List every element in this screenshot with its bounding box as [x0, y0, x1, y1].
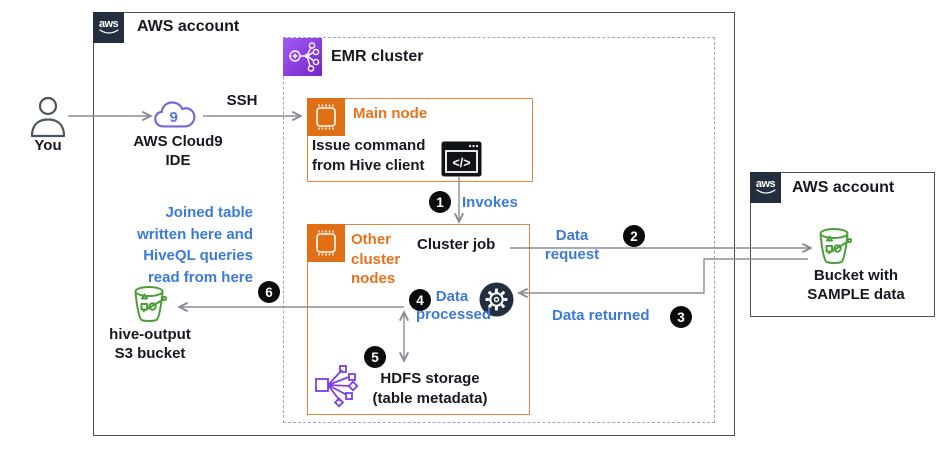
step-2-label: Data request [544, 227, 600, 263]
step-3-badge: 3 [670, 306, 692, 328]
user-person-icon [27, 95, 69, 139]
right-aws-account-box [750, 172, 935, 317]
cloud9-label: AWS Cloud9 IDE [133, 133, 223, 169]
step-6-badge: 6 [258, 281, 280, 303]
other-nodes-chip-icon [307, 224, 345, 262]
step-4-badge: 4 [409, 289, 431, 311]
aws-logo-icon: aws [93, 12, 124, 43]
emr-cluster-label: EMR cluster [331, 48, 424, 65]
emr-cluster-box [283, 37, 715, 423]
cluster-job-label: Cluster job [417, 236, 496, 253]
other-cluster-nodes-box [307, 224, 530, 415]
step-1-label: Invokes [462, 194, 518, 211]
other-nodes-title: Other cluster nodes [351, 231, 401, 287]
step-4-label: Data processed [416, 288, 492, 323]
aws-smile-icon [98, 29, 119, 34]
aws-logo-text: aws [755, 178, 776, 190]
code-glyph: </> [452, 156, 470, 170]
left-account-label: AWS account [137, 18, 240, 35]
main-node-body: Issue command from Hive client [312, 137, 426, 174]
main-node-chip-icon [307, 98, 345, 136]
hive-output-bucket-icon [129, 284, 171, 326]
joined-table-note: Joined table written here and HiveQL que… [137, 204, 253, 286]
step-3-label: Data returned [552, 307, 650, 324]
hive-client-code-icon: </> [441, 141, 482, 177]
right-account-label: AWS account [792, 179, 895, 196]
cloud9-digit: 9 [170, 109, 178, 126]
hdfs-storage-icon [314, 364, 360, 408]
sample-data-bucket-icon [814, 226, 856, 268]
step-1-badge: 1 [429, 191, 451, 213]
main-node-box [307, 98, 533, 182]
step-2-badge: 2 [623, 225, 645, 247]
hive-output-bucket-label: hive-output S3 bucket [109, 326, 191, 362]
aws-logo-text: aws [98, 18, 119, 30]
aws-logo-icon: aws [750, 172, 781, 203]
left-aws-account-box [93, 12, 735, 436]
processing-gear-icon [479, 282, 514, 317]
sample-bucket-label: Bucket with SAMPLE data [807, 267, 905, 303]
aws-smile-icon [755, 189, 776, 194]
cloud9-cloud-icon: 9 [152, 96, 202, 134]
ssh-label: SSH [226, 92, 258, 109]
emr-cluster-icon [283, 38, 322, 76]
main-node-title: Main node [353, 105, 428, 122]
you-label: You [34, 137, 62, 154]
hdfs-label: HDFS storage (table metadata) [372, 370, 488, 407]
step-5-badge: 5 [364, 346, 386, 368]
